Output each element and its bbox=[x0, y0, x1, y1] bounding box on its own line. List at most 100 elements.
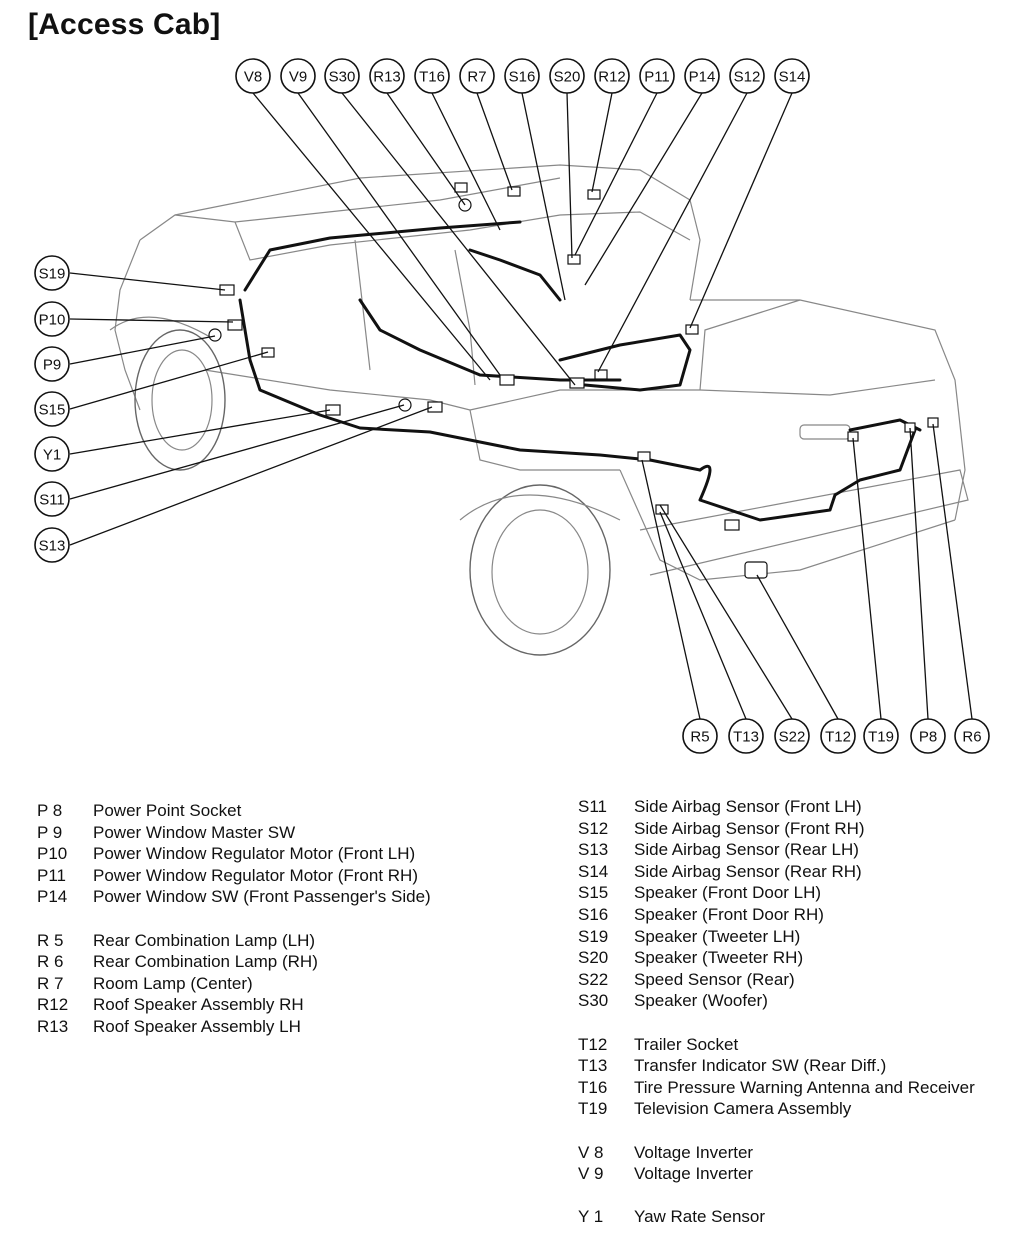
legend-description: Voltage Inverter bbox=[634, 1142, 754, 1162]
callout-text: T13 bbox=[733, 729, 759, 746]
legend-description: Tire Pressure Warning Antenna and Receiv… bbox=[634, 1077, 975, 1097]
legend-code: S13 bbox=[578, 840, 609, 860]
callout-p11: P11 bbox=[639, 58, 675, 94]
callout-text: V8 bbox=[244, 69, 262, 86]
legend-item: R 7 Room Lamp (Center) bbox=[37, 973, 431, 995]
vehicle-outline bbox=[109, 164, 969, 656]
leader-lines bbox=[69, 92, 973, 720]
legend-code: R 7 bbox=[37, 973, 64, 993]
legend-item: S11 Side Airbag Sensor (Front LH) bbox=[578, 796, 975, 818]
callout-text: R12 bbox=[598, 69, 626, 86]
legend-code: S16 bbox=[578, 904, 609, 924]
legend-code: P10 bbox=[37, 844, 68, 864]
callout-text: S30 bbox=[329, 69, 356, 86]
legend-code: T13 bbox=[578, 1056, 608, 1076]
legend-item: T12 Trailer Socket bbox=[578, 1034, 975, 1056]
callout-text: S19 bbox=[39, 266, 66, 283]
legend-description: Speaker (Woofer) bbox=[634, 991, 768, 1011]
callout-r13: R13 bbox=[369, 58, 405, 94]
legend-description: Roof Speaker Assembly LH bbox=[93, 1016, 301, 1036]
callout-text: T19 bbox=[868, 729, 894, 746]
legend-description: Transfer Indicator SW (Rear Diff.) bbox=[634, 1056, 887, 1076]
callout-v9: V9 bbox=[280, 58, 316, 94]
legend-code: R 5 bbox=[37, 930, 64, 950]
legend-code: S12 bbox=[578, 818, 609, 838]
callout-p10: P10 bbox=[34, 301, 70, 337]
legend-item: S22 Speed Sensor (Rear) bbox=[578, 969, 975, 991]
callout-text: S16 bbox=[509, 69, 536, 86]
legend-code: S11 bbox=[578, 797, 607, 816]
legend-description: Power Window Regulator Motor (Front LH) bbox=[93, 844, 416, 864]
legend-description: Side Airbag Sensor (Front LH) bbox=[634, 797, 862, 816]
legend-description: Power Window SW (Front Passenger's Side) bbox=[93, 887, 431, 907]
legend-code: V 8 bbox=[578, 1142, 604, 1162]
callout-text: S11 bbox=[39, 492, 65, 509]
legend-code: S14 bbox=[578, 861, 609, 881]
callout-t19: T19 bbox=[863, 718, 899, 754]
callout-r7: R7 bbox=[459, 58, 495, 94]
legend-description: Side Airbag Sensor (Rear RH) bbox=[634, 861, 862, 881]
callout-s12: S12 bbox=[729, 58, 765, 94]
legend-item: V 8 Voltage Inverter bbox=[578, 1142, 975, 1164]
callout-text: P10 bbox=[39, 312, 66, 329]
callout-text: R13 bbox=[373, 69, 401, 86]
callout-text: P11 bbox=[644, 69, 670, 86]
legend-code: S20 bbox=[578, 948, 609, 968]
legend-description: Trailer Socket bbox=[634, 1034, 739, 1054]
callout-labels: V8 V9 S30 R13 T16 R7 S16 S20 R12 P11 P14 S12 S14S19P… bbox=[34, 58, 990, 754]
legend-description: Television Camera Assembly bbox=[634, 1099, 852, 1119]
wiring-diagram: V8 V9 S30 R13 T16 R7 S16 S20 R12 P11 P14 S12 S14S19P… bbox=[34, 58, 990, 754]
callout-text: S12 bbox=[734, 69, 761, 86]
legend-code: Y 1 bbox=[578, 1207, 604, 1227]
callout-text: P14 bbox=[689, 69, 716, 86]
callout-v8: V8 bbox=[235, 58, 271, 94]
legend-description: Speed Sensor (Rear) bbox=[634, 969, 795, 989]
callout-p8: P8 bbox=[910, 718, 946, 754]
legend-description: Side Airbag Sensor (Rear LH) bbox=[634, 840, 859, 860]
callout-text: T16 bbox=[419, 69, 445, 86]
callout-s13: S13 bbox=[34, 527, 70, 563]
callout-y1: Y1 bbox=[34, 436, 70, 472]
callout-t12: T12 bbox=[820, 718, 856, 754]
legend-code: V 9 bbox=[578, 1164, 604, 1184]
legend-description: Speaker (Front Door LH) bbox=[634, 883, 822, 903]
callout-text: S14 bbox=[779, 69, 806, 86]
callout-t13: T13 bbox=[728, 718, 764, 754]
callout-text: R6 bbox=[962, 729, 981, 746]
callout-s19: S19 bbox=[34, 255, 70, 291]
callout-s16: S16 bbox=[504, 58, 540, 94]
callout-r5: R5 bbox=[682, 718, 718, 754]
callout-text: S22 bbox=[779, 729, 806, 746]
legend-description: Rear Combination Lamp (LH) bbox=[93, 930, 316, 950]
callout-r6: R6 bbox=[954, 718, 990, 754]
callout-p14: P14 bbox=[684, 58, 720, 94]
legend-description: Rear Combination Lamp (RH) bbox=[93, 952, 318, 972]
legend-description: Roof Speaker Assembly RH bbox=[93, 995, 304, 1015]
callout-s14: S14 bbox=[774, 58, 810, 94]
legend-description: Power Point Socket bbox=[93, 801, 242, 820]
legend-code: T12 bbox=[578, 1034, 608, 1054]
legend-description: Room Lamp (Center) bbox=[93, 973, 253, 993]
legend-description: Power Window Master SW bbox=[93, 822, 296, 842]
legend-item: S13 Side Airbag Sensor (Rear LH) bbox=[578, 839, 975, 861]
legend-code: S19 bbox=[578, 926, 609, 946]
page-title: [Access Cab] bbox=[28, 8, 221, 41]
legend-code: S30 bbox=[578, 991, 609, 1011]
callout-text: S20 bbox=[554, 69, 581, 86]
callout-t16: T16 bbox=[414, 58, 450, 94]
legend-code: S22 bbox=[578, 969, 609, 989]
